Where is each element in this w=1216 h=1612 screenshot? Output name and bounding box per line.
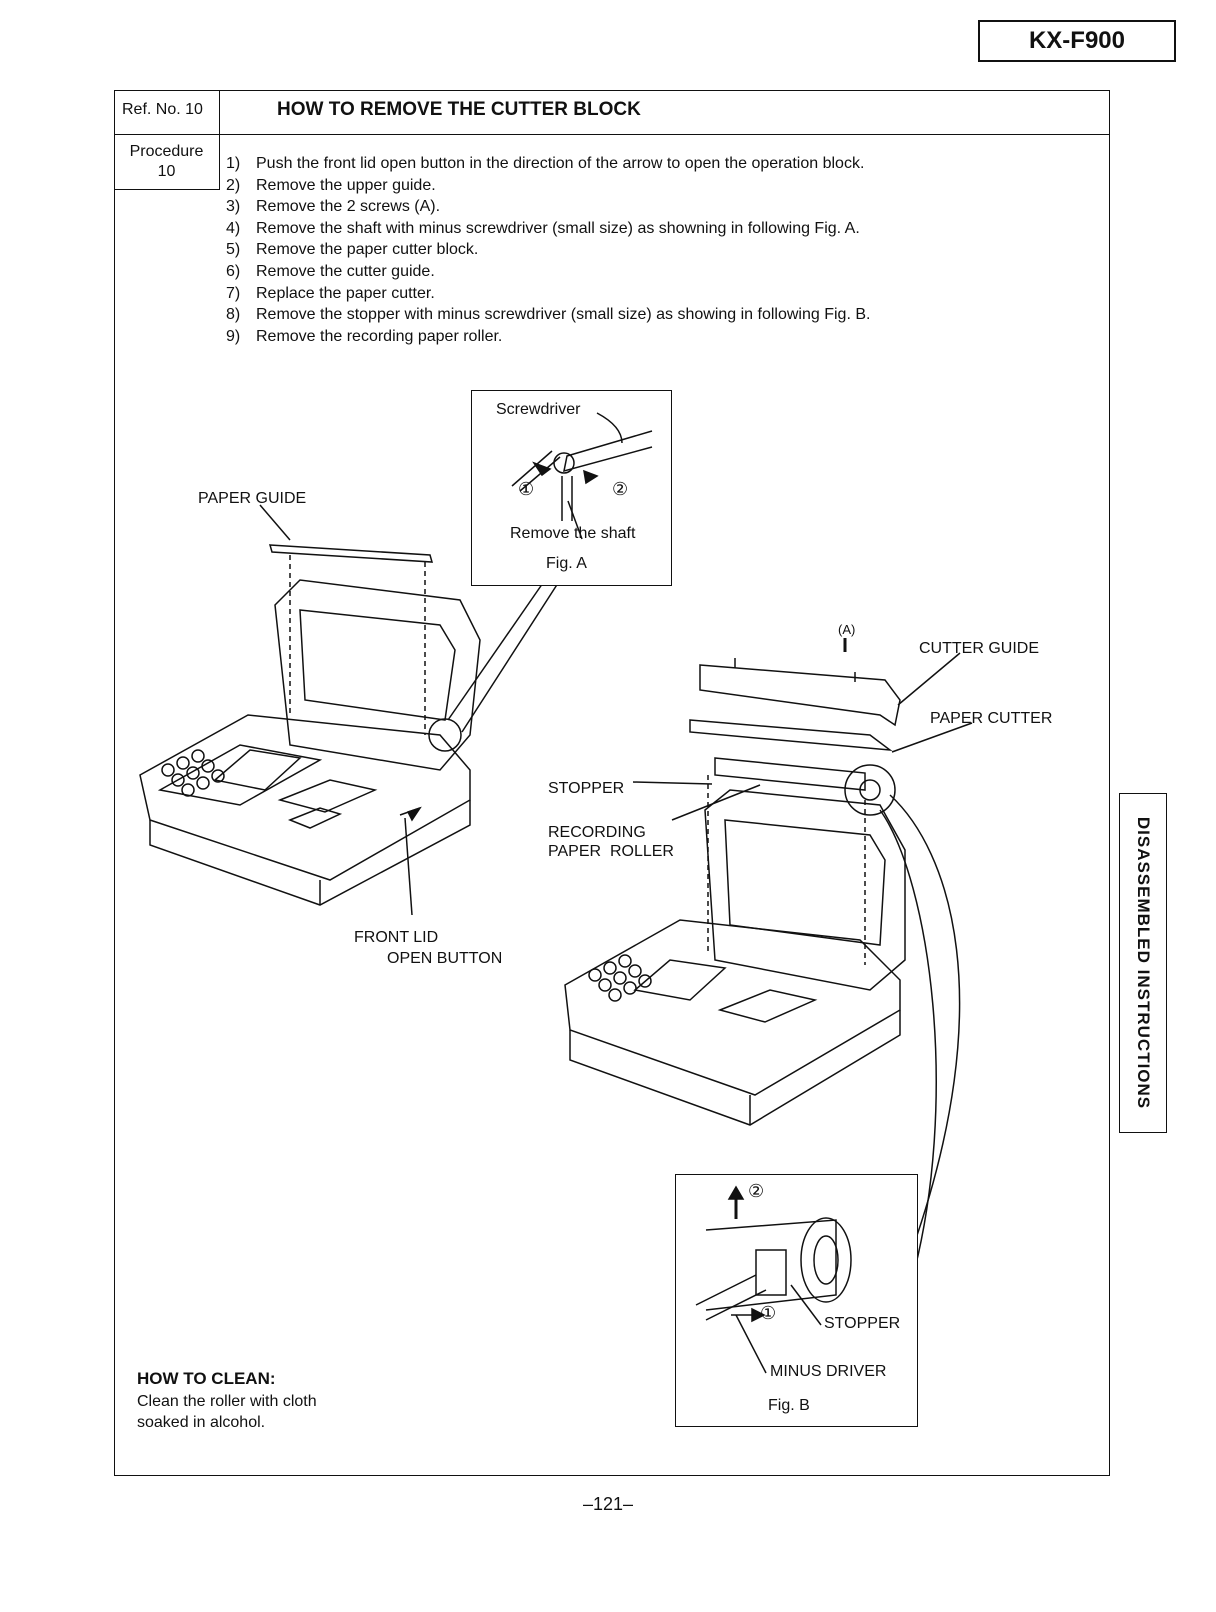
fig-b-marker-1: ① [760,1303,777,1323]
fax-machine-left-drawing [139,544,481,906]
step-number: 9) [226,327,241,345]
how-to-clean-text: Clean the roller with cloth soaked in al… [137,1393,317,1431]
screw-a-label: (A) [838,622,856,637]
cutter-parts-drawing [689,638,901,816]
step-text: Remove the stopper with minus screwdrive… [256,306,871,324]
recording-roller-leader [671,784,761,821]
fig-a-marker-2: ② [612,479,629,499]
paper-guide-leader [259,504,291,541]
procedure-box: Procedure 10 [114,134,220,190]
roller-gear [844,764,896,816]
fig-a-callout-line-2 [461,579,561,733]
fig-b-stopper-label: STOPPER [824,1315,901,1332]
step-item: 7) Replace the paper cutter. [226,283,870,305]
model-number: KX-F900 [1028,27,1126,54]
step-item: 5) Remove the paper cutter block. [226,239,870,261]
step-text: Remove the recording paper roller. [256,327,503,345]
ref-divider [219,90,220,134]
fig-b-callout-curve-1 [889,794,961,1251]
step-number: 5) [226,241,241,259]
step-number: 4) [226,219,241,237]
paper-guide-label: PAPER GUIDE [198,490,307,507]
step-number: 7) [226,284,241,302]
header-divider [114,134,1110,135]
front-lid-label: FRONT LID [354,929,439,946]
procedure-number: 10 [157,162,176,180]
fax-machine-right-drawing [564,789,906,1126]
step-text: Remove the 2 screws (A). [256,198,441,216]
open-button-label: OPEN BUTTON [387,950,503,967]
step-number: 6) [226,262,241,280]
step-text: Remove the upper guide. [256,176,436,194]
recording-roller-part [714,757,866,791]
front-lid-leader [404,817,413,916]
cutter-guide-part [699,664,901,727]
paper-cutter-leader [891,722,973,753]
model-number-box: KX-F900 [978,20,1176,62]
step-item: 6) Remove the cutter guide. [226,261,870,283]
fig-a-marker-1: ① [518,479,535,499]
stopper-label: STOPPER [548,780,625,797]
paper-cutter-part [689,719,893,751]
side-tab [1119,793,1167,1133]
step-item: 2) Remove the upper guide. [226,175,870,197]
step-text: Remove the shaft with minus screwdriver … [256,219,860,237]
step-text: Remove the paper cutter block. [256,241,479,259]
step-number: 1) [226,155,241,172]
figure-b-box: ② ① STOPPER MINUS DRIVER Fig. B [675,1174,918,1427]
cutter-guide-leader [897,652,961,706]
remove-shaft-label: Remove the shaft [510,525,636,542]
side-tab-label: DISASSEMBLED INSTRUCTIONS [1134,816,1153,1110]
step-text: Push the front lid open button in the di… [256,155,865,172]
paper-cutter-label: PAPER CUTTER [930,710,1053,727]
step-item: 1) Push the front lid open button in the … [226,153,870,175]
step-number: 8) [226,306,241,324]
step-text: Remove the cutter guide. [256,262,435,280]
step-item: 9) Remove the recording paper roller. [226,326,870,348]
stopper-removal-drawing [695,1185,852,1374]
paper-guide-part [268,544,434,563]
stopper-leader [632,781,713,785]
fig-b-caption: Fig. B [768,1397,810,1414]
page-number: –121– [582,1494,634,1514]
screwdriver-label: Screwdriver [496,401,581,418]
figure-a-box: Screwdriver ① ② Remove the shaft Fig. A [471,390,672,586]
step-number: 2) [226,176,241,194]
minus-driver-label: MINUS DRIVER [770,1363,887,1380]
step-item: 8) Remove the stopper with minus screwdri… [226,304,870,326]
section-title: HOW TO REMOVE THE CUTTER BLOCK [277,99,641,120]
ref-number: Ref. No. 10 [122,101,203,118]
how-to-clean-title: HOW TO CLEAN: [137,1369,276,1388]
step-text: Replace the paper cutter. [256,284,435,302]
fig-a-caption: Fig. A [546,555,587,572]
cutter-guide-label: CUTTER GUIDE [919,640,1039,657]
fig-a-callout-line-1 [447,579,546,721]
procedure-label: Procedure [129,142,204,160]
fig-b-marker-2: ② [748,1181,765,1201]
step-item: 3) Remove the 2 screws (A). [226,196,870,218]
recording-label: RECORDING [548,824,646,841]
paper-roller-label: PAPER ROLLER [548,843,674,860]
step-number: 3) [226,198,241,216]
step-item: 4) Remove the shaft with minus screwdrive… [226,218,870,240]
shaft-removal-drawing [511,412,653,540]
page-frame [114,90,1110,1476]
procedure-steps: 1) Push the front lid open button in the … [226,153,870,347]
fig-b-callout-curve-2 [879,809,937,1281]
